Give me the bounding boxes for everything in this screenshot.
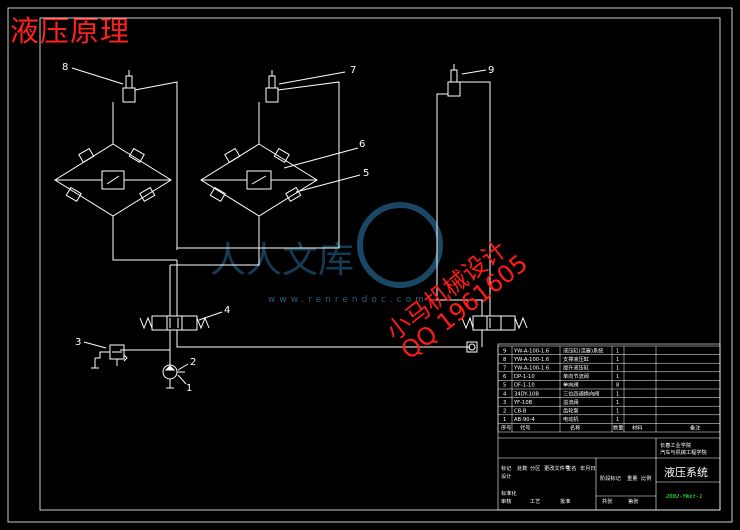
bom-cell: 4 (503, 391, 507, 397)
bom-cell: YW-A-100-1.6 (513, 366, 549, 372)
bom-cell: 单向节流阀 (563, 372, 589, 380)
bom-header: 数量 (613, 424, 623, 432)
check-valve-right (466, 341, 478, 353)
check-bridge-middle (200, 143, 318, 217)
bom-header: 材料 (632, 424, 642, 432)
callout-7: 7 (350, 65, 356, 76)
inner-frame (39, 17, 721, 511)
bom-cell: 1 (616, 391, 619, 397)
bom-header: 备注 (690, 424, 700, 432)
title-block-label: 阶段标记 (600, 474, 621, 482)
callout-5: 5 (363, 168, 369, 179)
check-bridge-left (54, 143, 172, 217)
bom-cell: 1 (616, 400, 619, 406)
directional-valve-right (461, 315, 528, 331)
title-block-label: 重量 (627, 474, 637, 482)
callout-6: 6 (359, 139, 365, 150)
callout-3: 3 (75, 337, 81, 348)
title-block-label: 第张 (628, 497, 639, 505)
bom-cell: YW-A-100-1.6 (513, 348, 549, 354)
bom-cell: 1 (616, 417, 619, 423)
outer-frame (7, 7, 733, 523)
bom-cell: 电动机 (563, 415, 579, 423)
bom-cell: 2 (503, 409, 506, 415)
title-block-label: 审核 (501, 497, 511, 505)
bom-cell: 34DY-10B (514, 391, 539, 397)
bom-cell: YW-A-100-1.6 (513, 357, 549, 363)
watermark-brand: 人人文库 (210, 240, 354, 281)
bom-cell: 1 (616, 348, 619, 354)
bom-cell: DP-1-10 (514, 374, 535, 380)
bom-cell: 8 (503, 357, 506, 363)
title-block-label: 更改文件号 (544, 464, 570, 472)
drawing-title: 液压原理 (10, 14, 131, 48)
course-name: 汽车与机械工程学院 (660, 448, 708, 456)
bom-cell: DF-1-10 (514, 383, 535, 389)
cylinder-9 (447, 64, 461, 97)
bom-cell: 5 (503, 383, 506, 389)
callout-8: 8 (62, 62, 68, 73)
bom-grid (497, 345, 721, 433)
bom-header: 序号 (501, 424, 511, 432)
title-block-label: 签名 (566, 464, 576, 472)
bom-cell: 1 (616, 409, 619, 415)
title-block-label: 比例 (641, 474, 651, 482)
title-block-label: 分区 (530, 464, 540, 472)
bom-cell: 8 (616, 383, 619, 389)
callout-1: 1 (186, 383, 192, 394)
title-block-right-labels: 阶段标记重量比例共张 第张 (600, 474, 651, 505)
bom-cell: 9 (503, 348, 506, 354)
callout-2: 2 (190, 357, 196, 368)
bom-cell: 齿轮泵 (563, 407, 579, 415)
bom-cell: 1 (616, 366, 619, 372)
bom-cell: 7 (503, 366, 506, 372)
title-block-label: 处数 (517, 464, 528, 472)
drawing-number: 2002-YWxt-1 (666, 494, 702, 500)
bom-cell: 1 (616, 374, 619, 380)
bom-cell: 溢流阀 (563, 398, 579, 406)
title-block-label: 工艺 (530, 498, 540, 505)
callout-9: 9 (488, 65, 494, 76)
bom-cell: 三位四通换向阀 (563, 389, 599, 397)
bom-cell: CB-B (514, 409, 527, 415)
system-name: 液压系统 (664, 465, 708, 479)
cylinder-7 (265, 70, 279, 103)
bom-cell: 6 (503, 374, 506, 380)
bom-cell: 提升液压缸 (563, 364, 589, 372)
title-block-label: 共张 (602, 497, 613, 505)
callout-4: 4 (224, 305, 230, 316)
directional-valve-4 (139, 315, 210, 331)
bom-cell: 支撑液压缸 (563, 355, 589, 363)
title-block-label: 设计 (501, 472, 511, 480)
bom-cell: AB-90-4 (514, 417, 535, 423)
relief-valve-3 (91, 344, 128, 369)
bom-cell: 单向阀 (563, 381, 579, 389)
cylinder-8 (122, 70, 136, 103)
pump-2 (162, 364, 178, 389)
watermark-url: www.renrendoc.com (268, 295, 428, 305)
watermark: 人人文库 www.renrendoc.com (210, 202, 443, 305)
bom-header: 名称 (570, 424, 580, 432)
bom-cell: 1 (503, 417, 506, 423)
title-block-left-labels: 标记处数分区更改文件号签名年月日设计标准化审核 工艺 批准 (501, 464, 596, 505)
bom-header: 代号 (520, 424, 530, 432)
school-name: 长春工业学院 (660, 441, 692, 449)
bom-cell: YF-10B (513, 400, 533, 406)
bom-cell: 3 (503, 400, 506, 406)
title-block-label: 标记 (501, 464, 511, 472)
title-block-label: 批准 (560, 497, 570, 505)
bom-cell: 液压缸(活塞)系统 (563, 346, 603, 354)
title-block-label: 年月日 (580, 464, 596, 472)
bom-cell: 1 (616, 357, 619, 363)
title-block-label: 标准化 (501, 489, 517, 497)
